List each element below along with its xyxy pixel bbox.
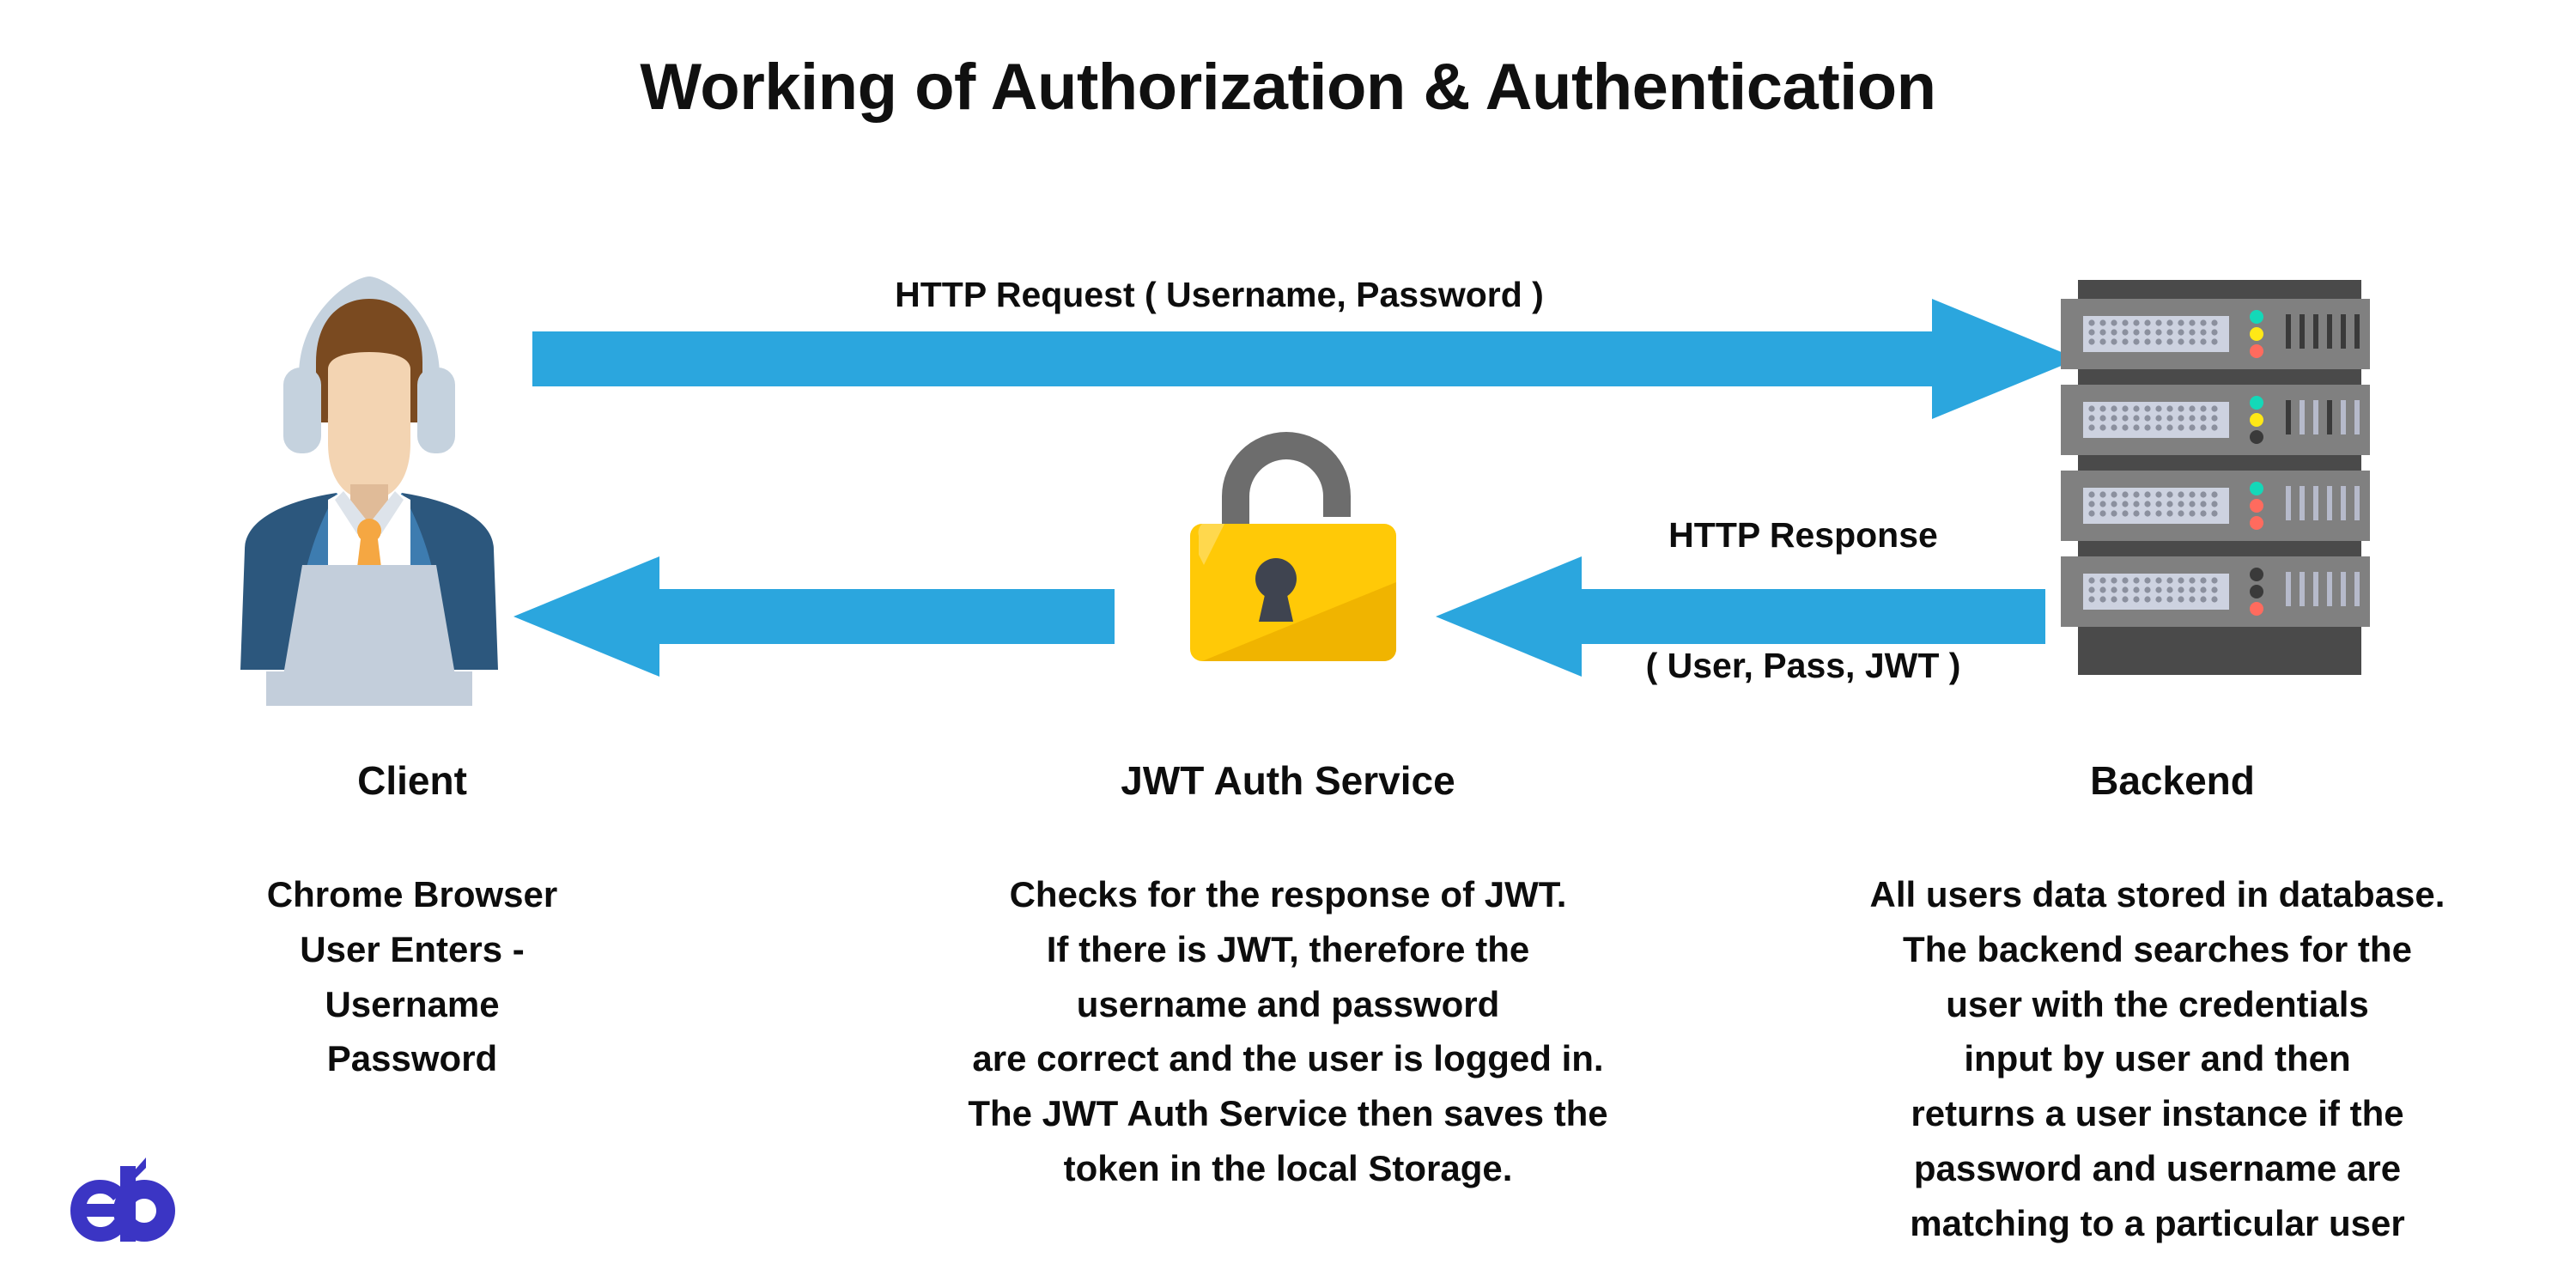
server-rack-icon	[2061, 280, 2370, 675]
label-http-response-payload: ( User, Pass, JWT )	[1645, 646, 1961, 685]
label-http-response: HTTP Response	[1668, 515, 1938, 555]
column-description-jwt-auth-service: Checks for the response of JWT. If there…	[968, 874, 1608, 1189]
arrow-http-response	[1436, 556, 2045, 677]
brand-logo-icon	[70, 1157, 175, 1242]
column-heading-backend: Backend	[2090, 758, 2255, 803]
server-unit-1	[2061, 299, 2370, 369]
label-http-request: HTTP Request ( Username, Password )	[895, 275, 1544, 314]
column-description-client: Chrome Browser User Enters - Username Pa…	[266, 874, 558, 1079]
open-padlock-icon	[1190, 432, 1396, 661]
arrow-http-request	[532, 299, 2078, 419]
page-title: Working of Authorization & Authenticatio…	[640, 51, 1936, 124]
column-heading-jwt-auth-service: JWT Auth Service	[1121, 758, 1455, 803]
column-description-backend: All users data stored in database. The b…	[1869, 874, 2445, 1243]
column-heading-client: Client	[357, 758, 467, 803]
arrow-jwt-to-client	[513, 556, 1115, 677]
server-unit-3	[2061, 471, 2370, 541]
client-person-icon	[240, 276, 498, 706]
server-unit-2	[2061, 385, 2370, 455]
server-unit-4	[2061, 556, 2370, 627]
